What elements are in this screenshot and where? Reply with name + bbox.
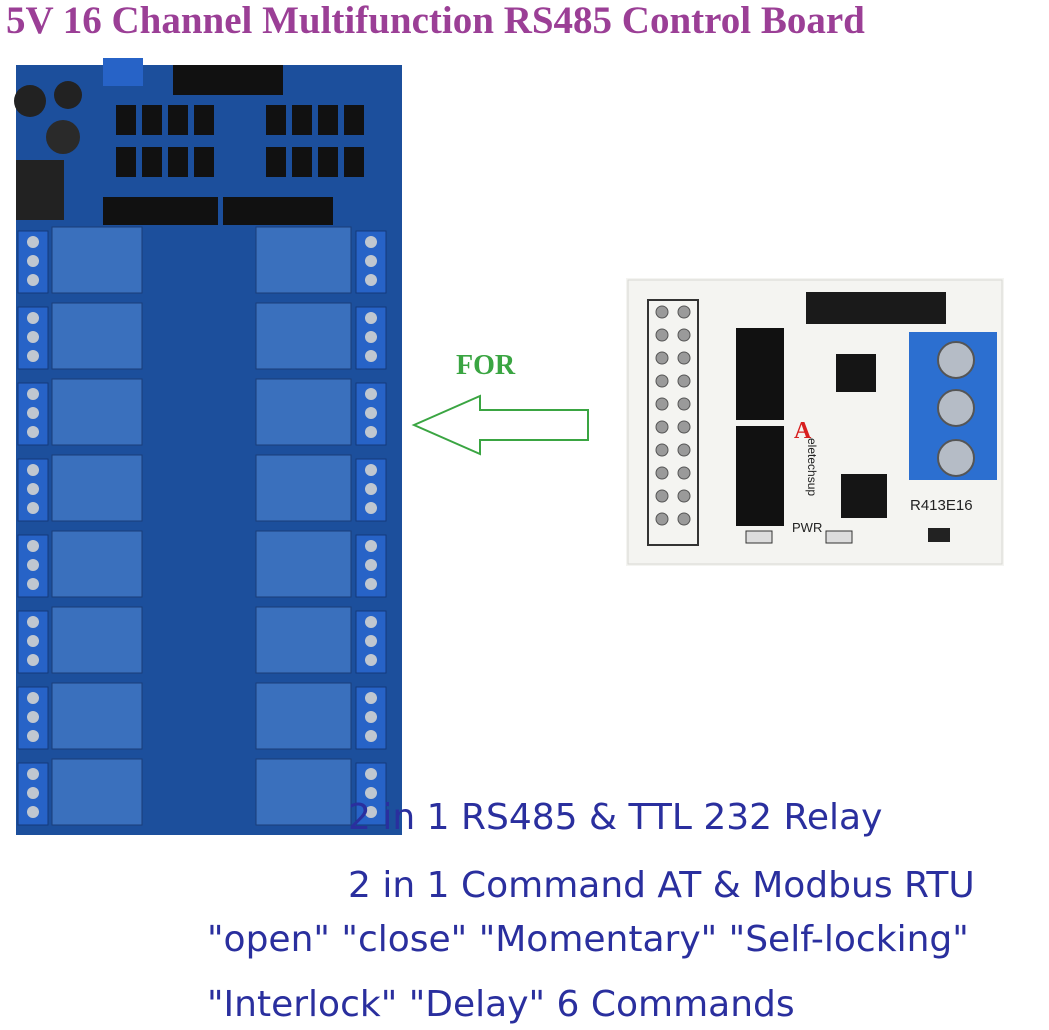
pointer-arrow-icon [411, 394, 589, 456]
feature-line: 2 in 1 RS485 & TTL 232 Relay [348, 797, 883, 838]
pwr-label: PWR [792, 520, 822, 535]
feature-line: 2 in 1 Command AT & Modbus RTU [348, 865, 975, 906]
product-title: 5V 16 Channel Multifunction RS485 Contro… [6, 0, 865, 42]
pointer-label: FOR [456, 350, 516, 381]
relay-board-photo [14, 58, 402, 835]
module-model-label: R413E16 [910, 497, 973, 514]
module-brand-label: eletechsup [805, 438, 819, 496]
rs485-module-photo: A PWR R413E16 eletechsup [626, 278, 1004, 566]
feature-line: "open" "close" "Momentary" "Self-locking… [207, 919, 969, 960]
feature-line: "Interlock" "Delay" 6 Commands [207, 984, 795, 1025]
svg-text:A: A [794, 418, 812, 444]
